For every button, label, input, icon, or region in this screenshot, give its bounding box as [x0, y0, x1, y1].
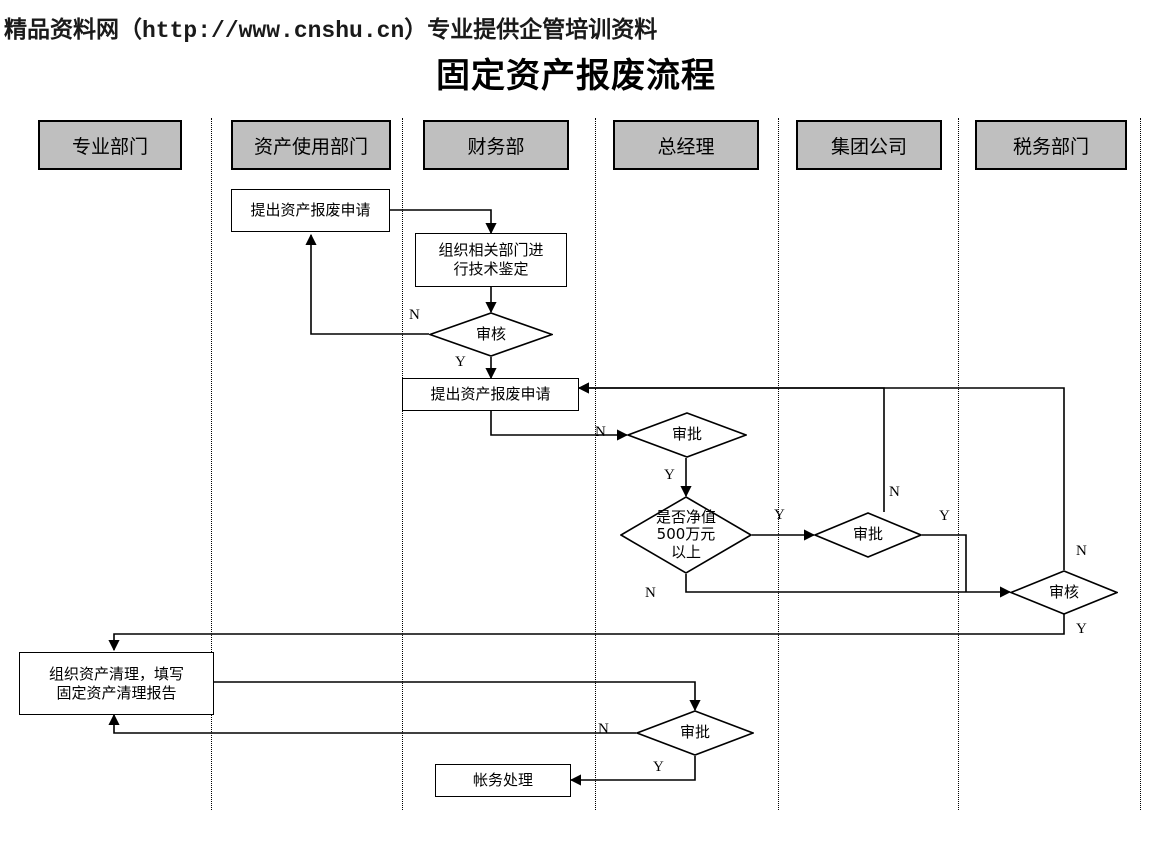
edge-label-n5-no: N [595, 424, 606, 440]
edge-label-n7-no: N [889, 484, 900, 500]
edge-label-n6-yes: Y [774, 507, 785, 523]
lane-divider-4 [778, 118, 779, 810]
edge-label-n5-yes: Y [664, 467, 675, 483]
lane-header-label: 税务部门 [1012, 135, 1089, 158]
edge-label-n8-yes: Y [1076, 621, 1087, 637]
edge-label-n3-no: N [409, 307, 420, 323]
node-label: 组织资产清理，填写 固定资产清理报告 [48, 664, 184, 702]
node-label: 组织相关部门进 行技术鉴定 [438, 241, 544, 278]
node-n7-group-approval-decision[interactable]: 审批 [814, 512, 922, 558]
node-n10-gm-final-approval-decision[interactable]: 审批 [636, 710, 754, 756]
edge-label-n7-yes: Y [939, 508, 950, 524]
lane-divider-1 [211, 118, 212, 810]
lane-divider-5 [958, 118, 959, 810]
node-label: 帐务处理 [472, 771, 533, 790]
node-n2-organize-technical-appraisal[interactable]: 组织相关部门进 行技术鉴定 [415, 233, 567, 287]
node-n11-accounting-processing[interactable]: 帐务处理 [435, 764, 571, 797]
node-n8-tax-review-decision[interactable]: 审核 [1010, 570, 1118, 615]
site-watermark: 精品资料网（http://www.cnshu.cn）专业提供企管培训资料 [4, 18, 658, 44]
node-label: 提出资产报废申请 [250, 201, 371, 220]
node-n4-submit-scrap-application-finance[interactable]: 提出资产报废申请 [402, 378, 579, 411]
lane-divider-6 [1140, 118, 1141, 810]
node-n6-netvalue-threshold-decision[interactable]: 是否净值 500万元 以上 [620, 496, 752, 574]
lane-header-finance: 财务部 [423, 120, 569, 170]
node-n9-asset-clearance-report[interactable]: 组织资产清理，填写 固定资产清理报告 [19, 652, 214, 715]
edge-label-n10-yes: Y [653, 759, 664, 775]
lane-header-label: 专业部门 [71, 135, 148, 158]
node-n3-review-decision[interactable]: 审核 [429, 312, 553, 357]
node-label: 提出资产报废申请 [430, 385, 551, 404]
lane-header-asset-user: 资产使用部门 [231, 120, 391, 170]
page-title: 固定资产报废流程 [436, 56, 716, 96]
lane-divider-3 [595, 118, 596, 810]
lane-header-label: 总经理 [657, 135, 715, 158]
node-n5-gm-approval-decision[interactable]: 审批 [627, 412, 747, 458]
edge-label-n3-yes: Y [455, 354, 466, 370]
edge-label-n6-no: N [645, 585, 656, 601]
node-n1-submit-scrap-application[interactable]: 提出资产报废申请 [231, 189, 390, 232]
edge-label-n10-no: N [598, 721, 609, 737]
lane-header-professional: 专业部门 [38, 120, 182, 170]
lane-header-label: 资产使用部门 [253, 135, 368, 158]
lane-header-label: 财务部 [467, 135, 525, 158]
lane-header-tax: 税务部门 [975, 120, 1127, 170]
lane-header-label: 集团公司 [830, 135, 907, 158]
lane-header-gm: 总经理 [613, 120, 759, 170]
lane-divider-2 [402, 118, 403, 810]
edge-label-n8-no: N [1076, 543, 1087, 559]
lane-header-group: 集团公司 [796, 120, 942, 170]
